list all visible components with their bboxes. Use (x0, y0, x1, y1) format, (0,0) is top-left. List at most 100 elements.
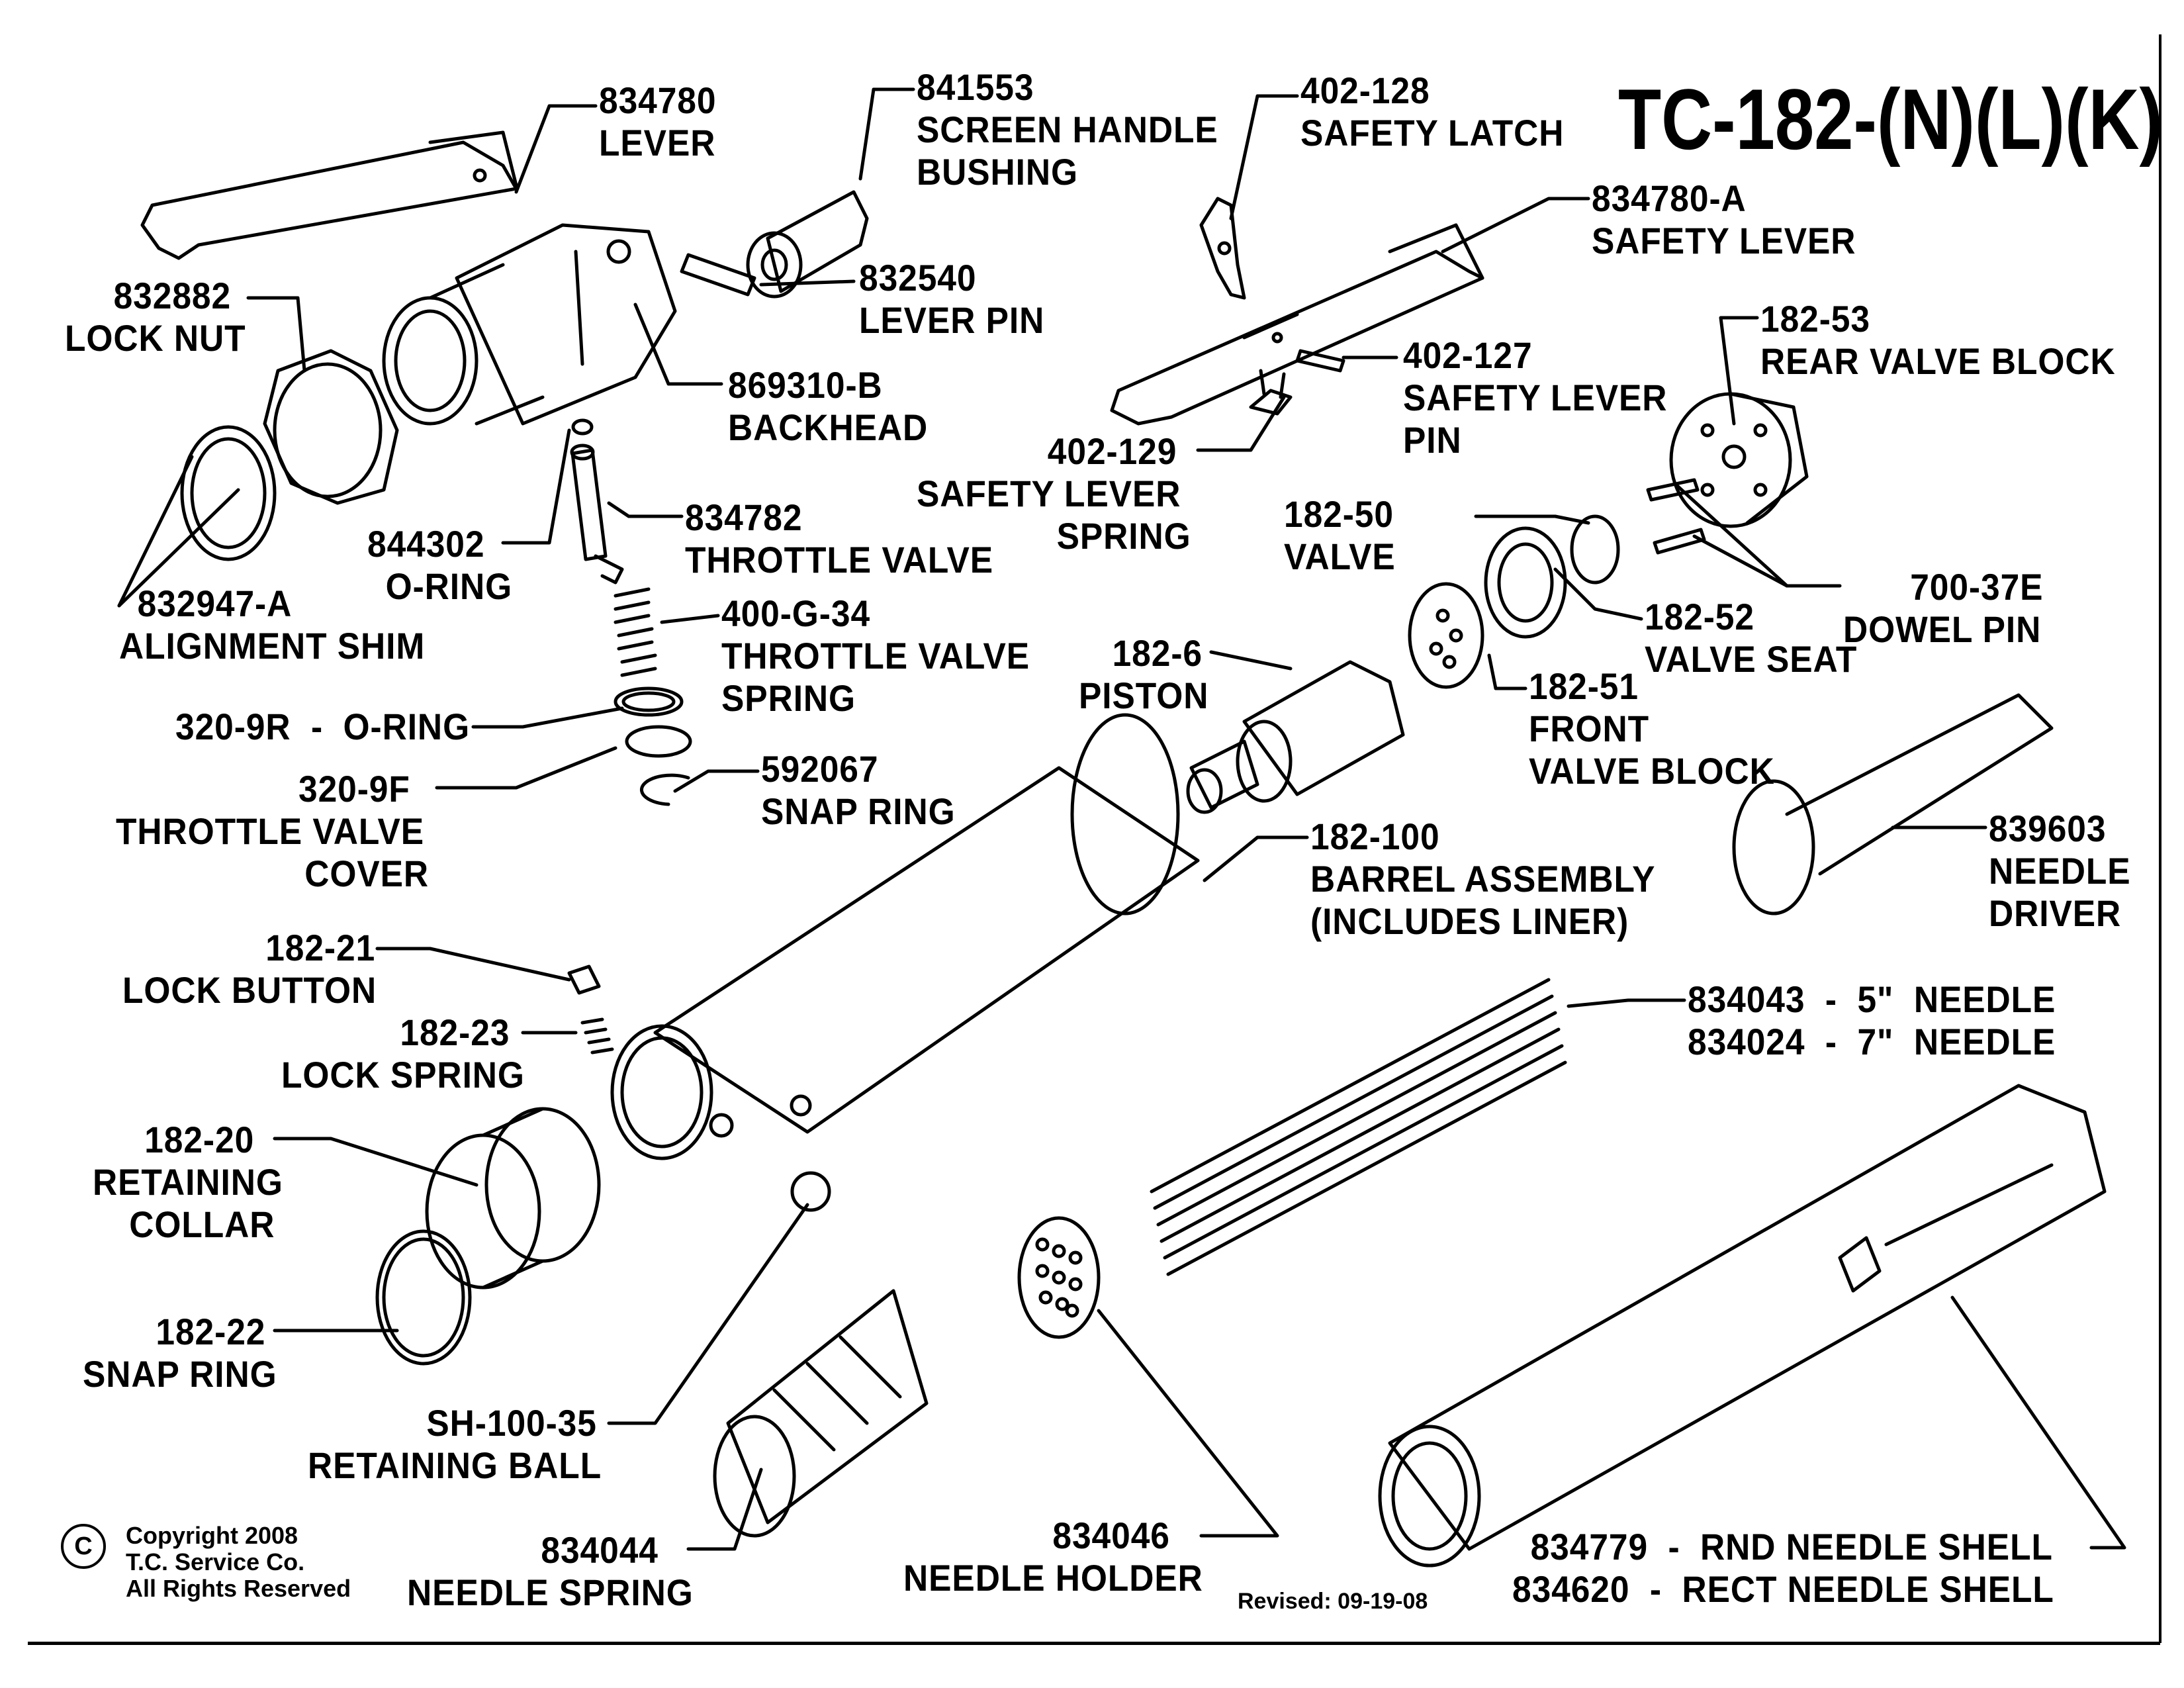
barrel-assembly-part (610, 713, 1200, 1160)
leader-retaining-collar (273, 1137, 478, 1187)
leader-rear-valve-block (1719, 316, 1759, 426)
leader-retaining-ball (607, 1203, 809, 1425)
needle-driver-part (1732, 693, 2054, 915)
backhead-part (382, 223, 677, 426)
needles-part (1150, 978, 1567, 1276)
leader-shells (1950, 1295, 2126, 1550)
leader-lock-button (375, 947, 571, 982)
leader-alignment-shim-1 (117, 455, 194, 608)
needle-holder-holes (1035, 1237, 1083, 1318)
safety-latch-part (1199, 197, 1246, 300)
lever-pin-part (680, 253, 756, 297)
leader-bushing (858, 87, 915, 181)
rear-valve-block-part (1669, 392, 1809, 528)
leader-lever-pin (759, 279, 856, 287)
leader-o-ring-320 (471, 706, 624, 729)
throttle-valve-part (570, 444, 624, 585)
safety-lever-part (1110, 223, 1484, 426)
leader-lever (514, 104, 598, 194)
needle-shell-part (1378, 1084, 2107, 1568)
leader-valve-seat (1553, 567, 1643, 621)
leader-throttle-valve (607, 501, 684, 518)
leader-needle-spring (686, 1468, 763, 1551)
throttle-valve-spring-part (614, 587, 657, 677)
leader-o-ring-844302 (501, 428, 571, 545)
copyright-line: T.C. Service Co. (126, 1548, 305, 1575)
leader-front-valve-block (1487, 653, 1527, 690)
leader-lock-nut (246, 296, 306, 373)
valve-seat-part (1484, 526, 1567, 639)
safety-lever-pin-part (1295, 349, 1345, 373)
needle-spring-part (713, 1289, 929, 1538)
lever-part (140, 130, 518, 260)
front-valve-block-part (1408, 582, 1484, 689)
screen-handle-bushing-part (746, 190, 869, 299)
retaining-collar-part (425, 1107, 601, 1289)
leader-throttle-valve-spring (660, 614, 720, 624)
copyright-line: All Rights Reserved (126, 1575, 351, 1602)
leader-lines (117, 87, 2126, 1551)
copyright-symbol-icon: C (61, 1524, 106, 1569)
bottom-rule (28, 1642, 2160, 1645)
throttle-valve-cover-part (625, 725, 692, 758)
revision-date: Revised: 09-19-08 (1238, 1589, 1428, 1614)
leader-latch (1229, 94, 1299, 220)
o-ring-320-part (614, 686, 684, 717)
leader-valve (1474, 514, 1590, 525)
copyright-notice: Copyright 2008 T.C. Service Co. All Righ… (126, 1523, 351, 1602)
lock-nut-part (263, 349, 399, 505)
safety-lever-spring-part (1249, 369, 1293, 416)
dowel-pin-part (1646, 478, 1706, 555)
retaining-ball-part (790, 1171, 831, 1212)
leader-needle-holder (1097, 1309, 1279, 1538)
needle-holder-part (1017, 1216, 1101, 1339)
leader-backhead (633, 303, 723, 386)
leader-snap-ring (673, 769, 760, 793)
o-ring-844302-part (571, 418, 594, 436)
leader-needles (1567, 998, 1686, 1008)
label-o-ring-320: 320-9R - O-RING (175, 706, 471, 747)
leader-safety-lever-spring (1196, 395, 1286, 452)
piston-part (1186, 660, 1405, 814)
copyright-line: Copyright 2008 (126, 1522, 298, 1549)
leader-alignment-shim-2 (117, 488, 240, 608)
leader-throttle-cover (435, 746, 617, 790)
leader-barrel (1203, 835, 1309, 882)
leader-piston (1209, 650, 1293, 671)
snap-ring-182-22-part (375, 1229, 472, 1366)
drawing-title: TC-182-(N)(L)(K) (1618, 71, 2163, 167)
lock-button-part (567, 964, 601, 995)
drawing-frame (28, 34, 2161, 1643)
